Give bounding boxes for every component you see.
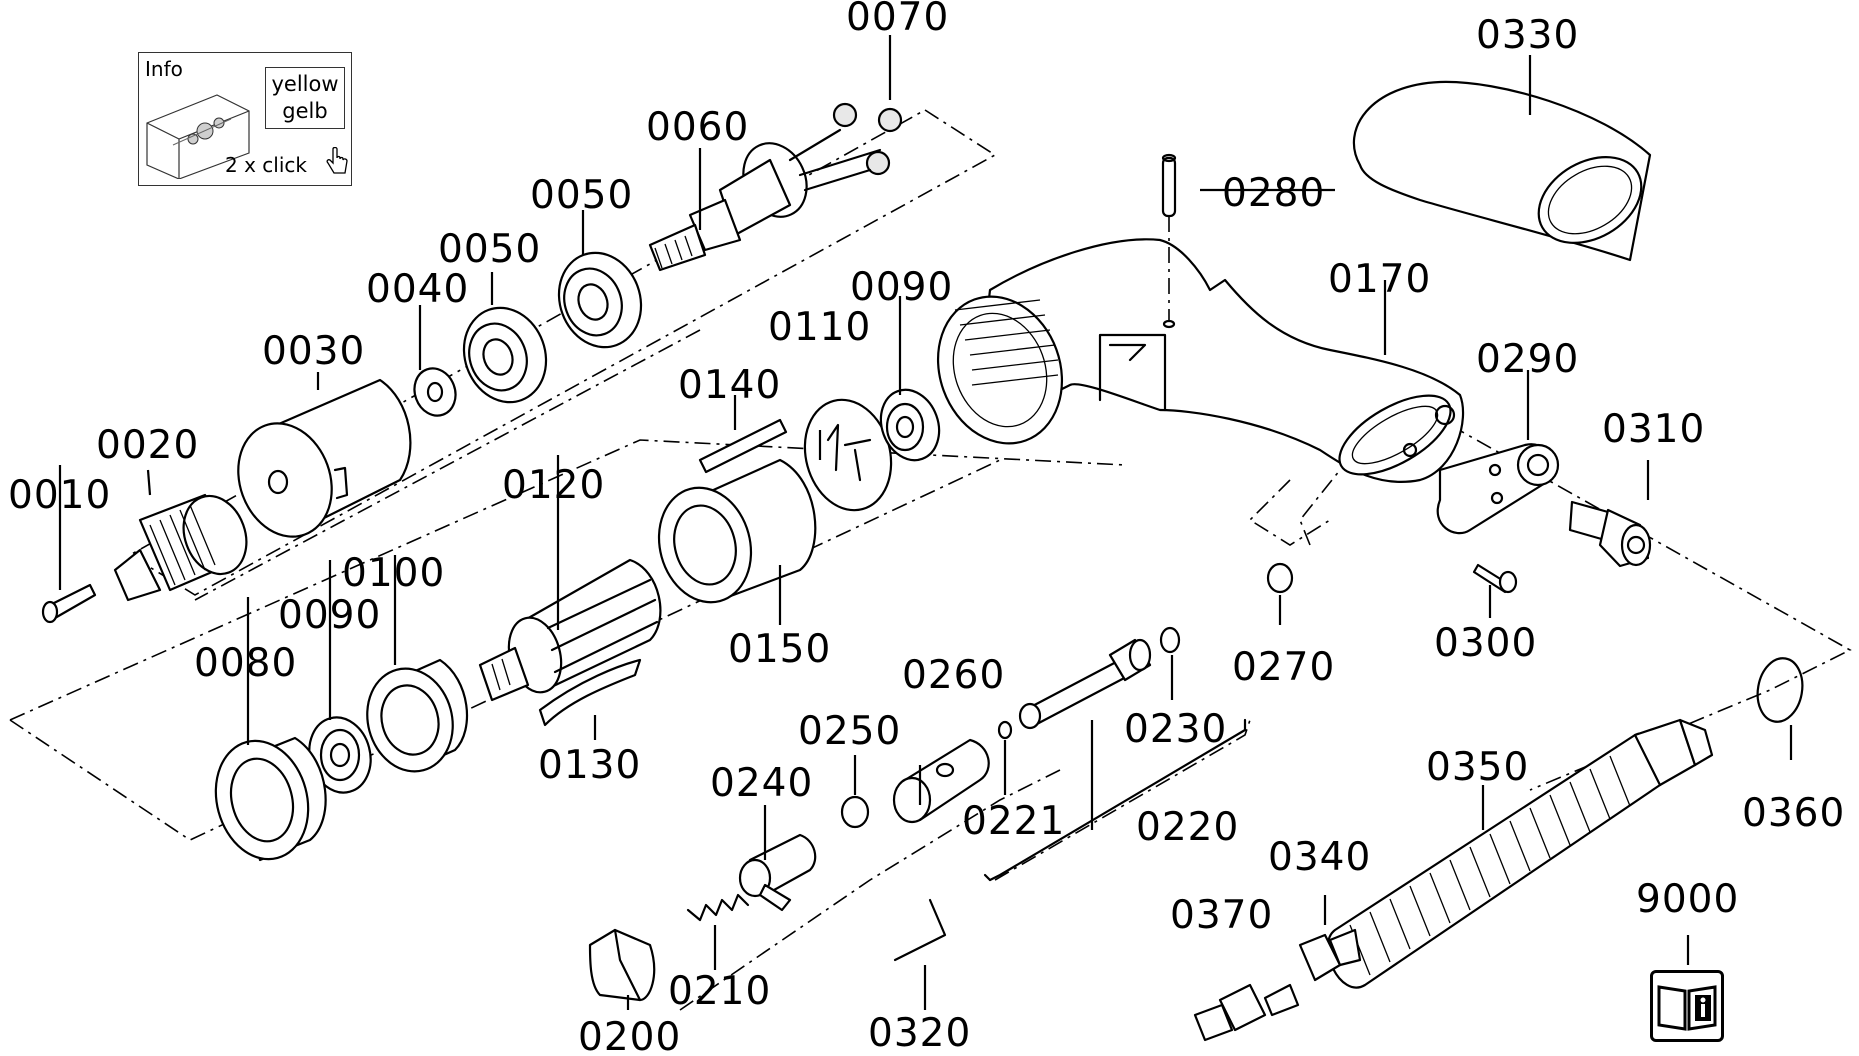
label-0120: 0120 [502,463,605,508]
part-0320-hex-key [893,898,947,962]
label-0220: 0220 [1136,805,1239,850]
info-title: Info [145,57,183,81]
part-0130-vane [538,658,642,727]
label-0090-lower: 0090 [278,593,381,638]
part-0090-bearing-upper [879,388,941,462]
label-0340: 0340 [1268,835,1371,880]
part-0120-rotor [478,558,662,702]
part-0230-o-ring [1159,626,1181,654]
part-0290-plate [1436,443,1560,535]
part-0030-housing [237,378,412,538]
label-0300: 0300 [1434,621,1537,666]
label-0210: 0210 [668,969,771,1014]
part-0340-nut [1298,928,1362,982]
label-0240: 0240 [710,761,813,806]
part-0220-valve-stem [1018,638,1152,730]
part-0200-lever [588,928,656,1002]
label-0010: 0010 [8,473,111,518]
part-0040-washer [413,367,457,417]
part-0330-grip-sleeve [1352,80,1652,262]
part-0070-gears [832,102,903,176]
info-thumbnail-image [146,94,250,179]
label-0270: 0270 [1232,645,1335,690]
label-0320: 0320 [868,1011,971,1056]
hand-pointer-icon [326,147,348,174]
part-0270-o-ring [1266,562,1294,594]
label-0280: 0280 [1222,171,1325,216]
part-labels: 0010 0020 0030 0040 0050 0050 0060 0070 … [8,0,1845,1056]
leader-lines [58,35,1793,1010]
label-0260: 0260 [902,653,1005,698]
part-0210-spring [686,893,750,922]
label-0130: 0130 [538,743,641,788]
label-0250: 0250 [798,709,901,754]
part-0370-coupler [1193,983,1300,1042]
label-0100: 0100 [342,551,445,596]
label-0060: 0060 [646,105,749,150]
info-panel[interactable]: Info yellow gelb 2 x click [138,52,352,186]
part-0050-bearing-b [462,306,548,404]
label-0200: 0200 [578,1015,681,1056]
info-color-en: yellow [271,72,339,96]
part-0020-chuck [113,493,248,602]
part-0360-o-ring [1756,657,1804,723]
label-0020: 0020 [96,423,199,468]
label-0360: 0360 [1742,791,1845,836]
part-0300-screw [1472,563,1518,594]
manual-book-icon[interactable] [1650,970,1724,1042]
part-0280-pin [1161,153,1177,329]
part-0150-cylinder [657,458,817,604]
part-0240-valve [738,833,817,912]
label-0170: 0170 [1328,257,1431,302]
label-9000: 9000 [1636,877,1739,922]
part-0221-o-ring [997,720,1013,740]
bracket-0220 [983,718,1247,882]
label-0030: 0030 [262,329,365,374]
label-0221: 0221 [962,799,1065,844]
part-0080-ring-gear [214,736,327,862]
label-0070: 0070 [846,0,949,40]
label-0090-upper: 0090 [850,265,953,310]
part-0140-pin [698,418,788,474]
label-0350: 0350 [1426,745,1529,790]
part-0050-bearing-a [557,251,643,349]
part-0110-end-plate [803,398,893,512]
label-0370: 0370 [1170,893,1273,938]
info-color-box: yellow gelb [265,67,345,129]
label-0150: 0150 [728,627,831,672]
part-0100-end-cap [366,658,469,773]
label-0110: 0110 [768,305,871,350]
info-click-hint: 2 x click [225,153,307,177]
part-0170-housing [936,238,1465,484]
part-0260-sleeve [892,738,990,824]
part-0010-screw [41,583,97,624]
label-0230: 0230 [1124,707,1227,752]
part-0060-spindle [648,128,882,272]
info-color-de: gelb [282,99,328,123]
label-0050a: 0050 [438,227,541,272]
label-0310: 0310 [1602,407,1705,452]
label-0080: 0080 [194,641,297,686]
label-0330: 0330 [1476,13,1579,58]
manual-book-glyph [1657,985,1717,1031]
label-0050b: 0050 [530,173,633,218]
part-0250-o-ring [840,795,870,829]
part-0310-fitting [1568,500,1652,568]
label-0290: 0290 [1476,337,1579,382]
label-0140: 0140 [678,363,781,408]
label-0040: 0040 [366,267,469,312]
